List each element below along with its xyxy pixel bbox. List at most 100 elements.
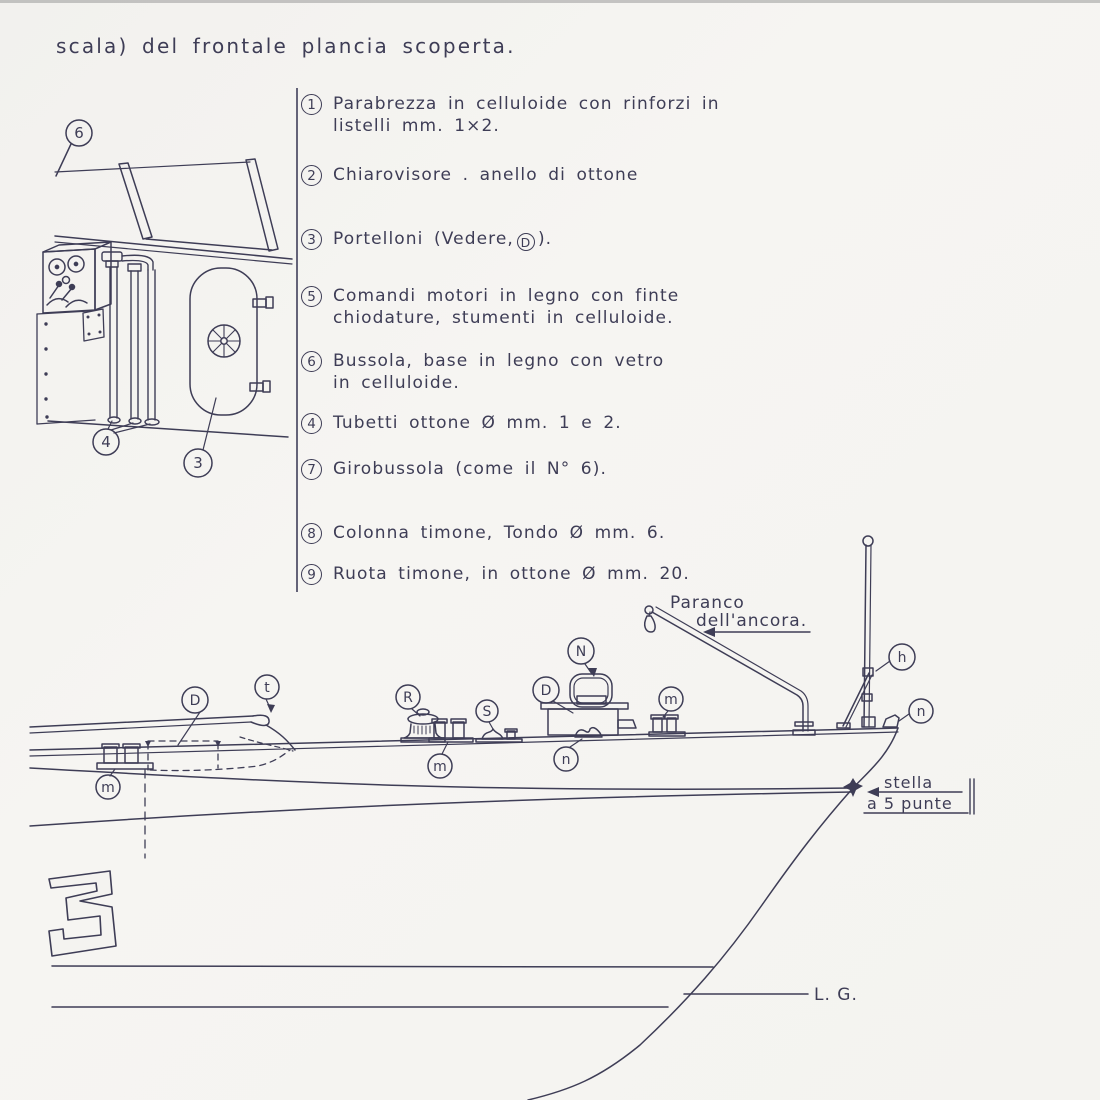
legend-item-9: 9 Ruota timone, in ottone Ø mm. 20. <box>301 564 690 586</box>
hull-bottom-line <box>29 791 854 827</box>
mounting-plate <box>82 308 105 342</box>
legend-item-2: 2 Chiarovisore . anello di ottone <box>301 165 638 187</box>
davit-annotation: Paranco dell'ancora. <box>670 593 811 637</box>
label-d-aft-text: D <box>190 693 201 709</box>
label-s-text: S <box>483 704 492 720</box>
legend-text: Comandi motori in legno con finte <box>333 286 680 306</box>
bow-star <box>843 778 863 797</box>
legend-item-1: 1 Parabrezza in celluloide con rinforzi … <box>301 94 720 137</box>
legend-text: listelli mm. 1×2. <box>333 115 500 136</box>
portellone-door <box>189 267 274 416</box>
star-annotation-line2: a 5 punte <box>867 794 953 813</box>
label-h-mast: h <box>875 643 916 672</box>
mast-truck-ball <box>862 535 874 547</box>
instrument-console <box>42 241 112 314</box>
label-n-bow: n <box>917 704 926 720</box>
detail-label-door: 3 <box>183 397 217 478</box>
inline-circled-d: D <box>516 233 535 251</box>
legend-item-3: 3 Portelloni (Vedere,D). <box>301 229 552 251</box>
bulkhead-deck-line <box>47 420 289 438</box>
hatch-n: N <box>567 637 613 708</box>
detail-label-windshield: 6 <box>55 119 93 177</box>
label-t-text: t <box>264 680 270 696</box>
legend-num-2: 2 <box>301 165 322 186</box>
legend-num-9: 9 <box>301 564 322 585</box>
hull-number <box>48 870 117 957</box>
page-title: scala) del frontale plancia scoperta. <box>56 34 516 58</box>
legend-text: in celluloide. <box>333 372 460 393</box>
detail-label-door-text: 3 <box>193 454 203 472</box>
label-n-fairlead: n <box>562 752 571 768</box>
davit-annotation-line1: Paranco <box>670 593 745 613</box>
mast-strut <box>842 672 870 727</box>
label-d-aft: D <box>177 686 209 746</box>
scan-top-edge <box>0 0 1100 3</box>
legend-item-8: 8 Colonna timone, Tondo Ø mm. 6. <box>301 523 665 545</box>
star-annotation-line1: stella <box>884 773 933 792</box>
cockpit-detail-drawing: 6 <box>36 119 293 478</box>
hidden-compartment-dashed <box>144 740 291 859</box>
console-pedestal <box>36 308 105 425</box>
gauge-dial <box>48 258 66 276</box>
bitts-aft: m <box>95 743 154 800</box>
chine-line <box>29 767 854 791</box>
legend-num-8: 8 <box>301 523 322 544</box>
bow-chock: n <box>882 698 934 728</box>
deckhouse: D <box>532 676 637 736</box>
legend-text: chiodature, stumenti in celluloide. <box>333 307 674 328</box>
davit-hook-ring <box>644 605 654 615</box>
windscreen <box>54 158 293 265</box>
legend-divider <box>296 88 298 592</box>
legend-item-5: 5 Comandi motori in legno con finte chio… <box>301 286 679 329</box>
label-m-fwd: m <box>664 692 678 708</box>
throttle-lever <box>61 287 73 301</box>
legend-num-3: 3 <box>301 229 322 250</box>
label-h-text: h <box>898 650 907 666</box>
label-m-aft: m <box>101 780 115 796</box>
anchor-davit <box>644 605 816 736</box>
legend-num-5: 5 <box>301 286 322 307</box>
label-t-coaming: t <box>254 674 280 713</box>
legend-num-1: 1 <box>301 94 322 115</box>
legend-text: ). <box>537 229 553 249</box>
gauge-dial <box>67 255 85 273</box>
boot-stripe-upper <box>51 965 714 968</box>
cockpit-coaming <box>29 714 296 752</box>
legend-num-4: 4 <box>301 413 322 434</box>
legend-text: Bussola, base in legno con vetro <box>333 351 665 371</box>
detail-label-windshield-text: 6 <box>74 124 84 142</box>
hull-outline <box>29 727 899 1100</box>
legend-num-6: 6 <box>301 351 322 372</box>
legend-num-7: 7 <box>301 459 322 480</box>
legend-text: Portelloni (Vedere, <box>333 229 514 249</box>
legend-item-7: 7 Girobussola (come il N° 6). <box>301 459 607 481</box>
throttle-lever <box>49 284 60 299</box>
label-m-mid: m <box>433 759 447 775</box>
label-n-hatch: N <box>576 644 586 660</box>
brass-tubes <box>101 251 160 426</box>
legend-text: Chiarovisore . anello di ottone <box>333 165 639 185</box>
door-hinge <box>249 296 274 393</box>
label-d-deckhouse: D <box>541 683 552 699</box>
waterline-lg: L. G. <box>683 985 857 1005</box>
capstan: R <box>395 684 446 743</box>
cleat-s: S <box>475 699 523 743</box>
stem-bow-curve <box>527 727 899 1100</box>
bitts-fwd: m <box>648 686 686 737</box>
legend-text: Tubetti ottone Ø mm. 1 e 2. <box>333 413 622 433</box>
detail-label-tubes-text: 4 <box>101 433 111 451</box>
legend-text: Colonna timone, Tondo Ø mm. 6. <box>333 523 666 543</box>
bitts-mid: m <box>427 718 474 779</box>
mast <box>836 535 876 729</box>
legend-text: Ruota timone, in ottone Ø mm. 20. <box>333 564 690 584</box>
boat-side-view: m t D R m S <box>29 535 975 1100</box>
legend-text: Parabrezza in celluloide con rinforzi in <box>333 94 720 114</box>
davit-hook <box>644 615 656 633</box>
label-r-text: R <box>403 690 413 706</box>
star-annotation: stella a 5 punte <box>863 773 975 815</box>
legend-item-4: 4 Tubetti ottone Ø mm. 1 e 2. <box>301 413 622 435</box>
legend-text: Girobussola (come il N° 6). <box>333 459 607 479</box>
legend-item-6: 6 Bussola, base in legno con vetro in ce… <box>301 351 664 394</box>
porthole-wheel <box>207 324 241 358</box>
